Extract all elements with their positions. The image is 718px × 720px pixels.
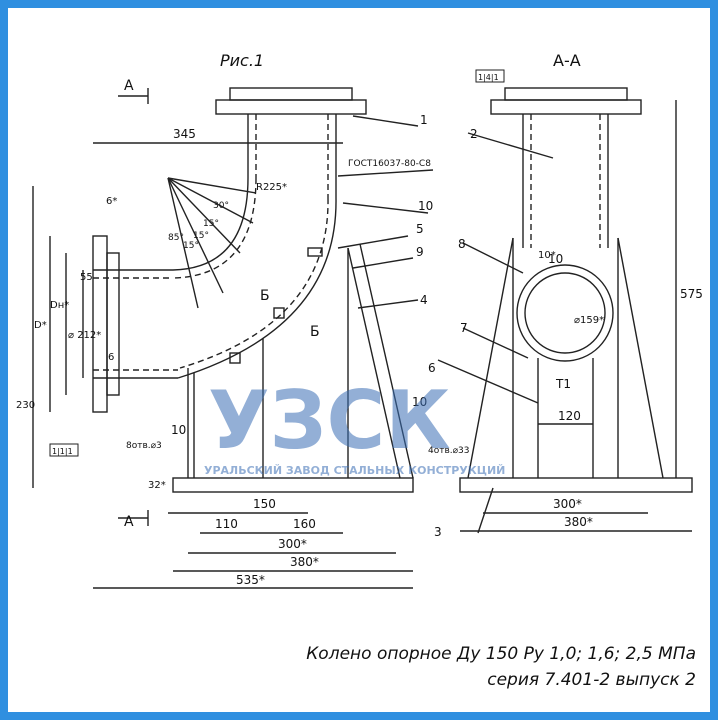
angle-label: 15° <box>203 219 219 229</box>
part-number: 5 <box>416 222 424 236</box>
dimension-label: 230 <box>16 400 35 411</box>
angle-label: 30° <box>213 201 229 211</box>
section-marker-top: А <box>124 78 134 94</box>
part-number: 10 <box>548 252 563 266</box>
dimension-label: ⌀159* <box>574 315 604 326</box>
dimension-label: 535* <box>236 573 265 587</box>
dimension-label: 150 <box>253 497 276 511</box>
angle-label: 15° <box>193 231 209 241</box>
part-number: 9 <box>416 245 424 259</box>
dimension-label: 160 <box>293 517 316 531</box>
part-number: 10 <box>412 395 427 409</box>
dimension-label: Dн* <box>50 300 69 311</box>
dimension-label: 55 <box>80 272 93 283</box>
dimension-label: D* <box>34 320 47 331</box>
top-flange <box>215 99 367 115</box>
dimension-label: 380* <box>564 515 593 529</box>
dimension-label: 300* <box>278 537 307 551</box>
dimension-label: 8отв.⌀3 <box>126 441 162 451</box>
part-number: 4 <box>420 293 428 307</box>
dimension-label: 345 <box>173 127 196 141</box>
angle-label: 15° <box>183 241 199 251</box>
caption-title: Колено опорное Ду 150 Ру 1,0; 1,6; 2,5 М… <box>306 644 696 664</box>
part-number: 2 <box>470 127 478 141</box>
weld-symbol: ГОСТ16037-80-С8 <box>348 159 431 169</box>
dimension-label: 380* <box>290 555 319 569</box>
watermark-subtitle: УРАЛЬСКИЙ ЗАВОД СТАЛЬНЫХ КОНСТРУКЦИЙ <box>204 464 505 477</box>
dimension-label: 10* <box>538 250 556 261</box>
dimension-label: 6* <box>106 196 117 207</box>
dimension-label: 4отв.⌀33 <box>428 446 470 456</box>
section-b-label: Б <box>260 288 270 304</box>
dimension-label: 110 <box>215 517 238 531</box>
part-number: 7 <box>460 321 468 335</box>
view-title-left: Рис.1 <box>220 51 264 70</box>
part-number: 1 <box>420 113 428 127</box>
dimension-label: 300* <box>553 497 582 511</box>
tag-box-label: 1|1|1 <box>52 447 73 456</box>
dimension-label: 32* <box>148 480 166 491</box>
caption-series: серия 7.401-2 выпуск 2 <box>487 670 696 690</box>
dimension-label: 6 <box>108 352 114 363</box>
technical-drawing: Рис.1 А-А А А ГОСТ16037-80-С8 R225* 30° … <box>16 51 703 589</box>
base-plate <box>172 477 414 493</box>
part-number: 6 <box>428 361 436 375</box>
dimension-label: 575 <box>680 287 703 301</box>
dimension-label: 120 <box>558 409 581 423</box>
pipe-section-outer <box>516 264 614 362</box>
elbow-outer-arc <box>177 197 337 379</box>
section-b-label: Б <box>310 324 320 340</box>
tag-box-label: 1|4|1 <box>478 73 499 82</box>
part-number: 10 <box>171 423 186 437</box>
side-flange <box>92 235 108 413</box>
tag-box <box>49 443 79 457</box>
watermark-logo: УЗСК <box>208 374 451 467</box>
section-marker-bottom: А <box>124 514 134 530</box>
part-number: 8 <box>458 237 466 251</box>
view-title-right: А-А <box>553 51 581 70</box>
part-number: T1 <box>555 377 571 391</box>
angle-label: 85° <box>168 233 184 243</box>
part-number: 10 <box>418 199 433 213</box>
part-number: 3 <box>434 525 442 539</box>
tag-box <box>475 69 505 83</box>
radius-label: R225* <box>256 182 287 193</box>
dimension-label: ⌀ 212* <box>68 330 101 341</box>
